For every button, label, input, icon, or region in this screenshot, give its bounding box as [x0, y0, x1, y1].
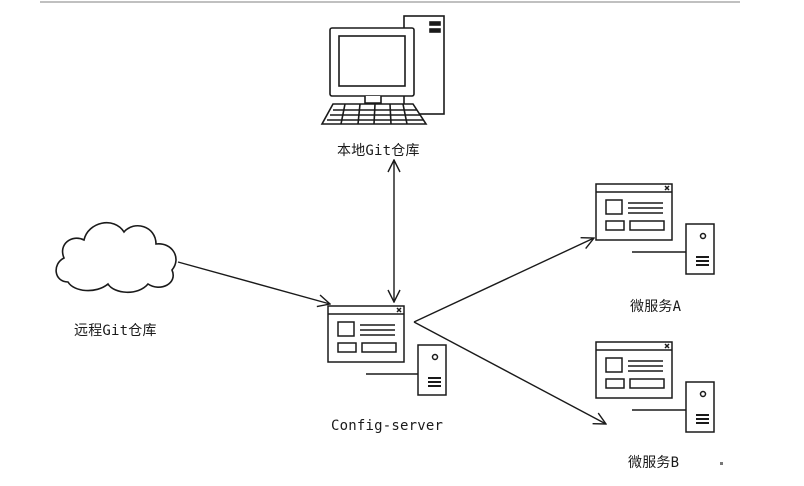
remote-repo-label: 远程Git仓库: [74, 323, 157, 339]
edge-remote-to-config: [177, 261, 330, 304]
service-b-label: 微服务B: [628, 455, 680, 471]
service-a-label: 微服务A: [630, 299, 682, 315]
app-window-server-icon: [595, 183, 715, 275]
app-window-server-icon: [595, 341, 715, 433]
local-repo-label: 本地Git仓库: [337, 143, 420, 159]
config-server-label: Config-server: [331, 418, 444, 434]
edge-config-to-service-a: [413, 238, 594, 323]
speck: [720, 462, 723, 465]
cloud-icon: [55, 221, 177, 294]
desktop-computer-icon: [320, 15, 445, 125]
edge-config-to-service-b: [413, 321, 606, 424]
app-window-server-icon: [327, 305, 447, 396]
